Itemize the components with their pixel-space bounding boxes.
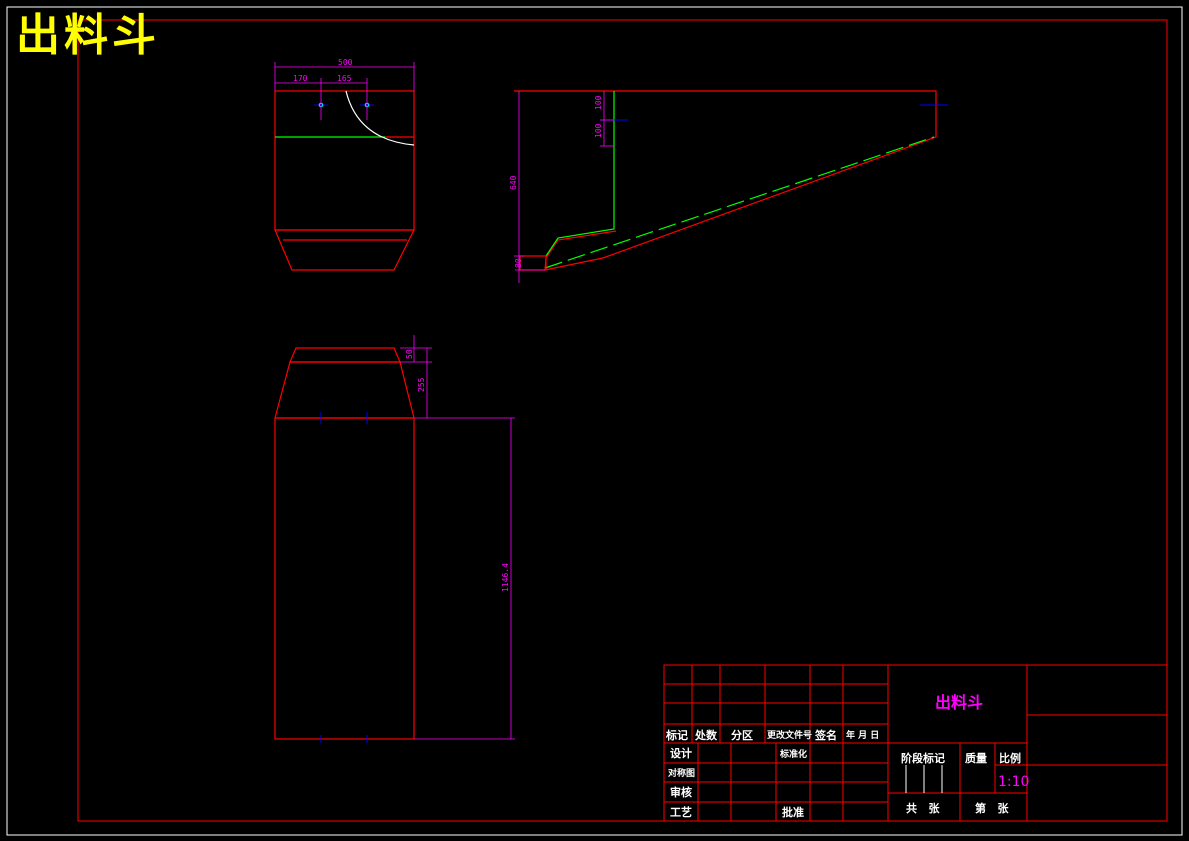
tb-scale-value: 1:10 <box>998 774 1029 790</box>
title-block-grid <box>663 664 1168 822</box>
side-view-dimension-lines <box>514 91 614 283</box>
tb-header-change-doc: 更改文件号 <box>767 729 812 741</box>
tb-header-zone: 分区 <box>731 728 753 742</box>
tb-header-signature: 签名 <box>814 728 837 742</box>
tb-header-count: 处数 <box>694 728 718 742</box>
title-block-part-name: 出料斗 <box>935 693 983 712</box>
front-view-top-band <box>289 347 401 363</box>
tb-total-sheets: 共 张 <box>906 801 940 815</box>
drawing-title: 出料斗 <box>16 10 160 61</box>
side-view-center-marks <box>600 104 948 121</box>
front-view-dimension-lines <box>400 335 512 739</box>
side-view-stub <box>519 255 547 271</box>
top-view-hopper <box>274 229 415 271</box>
front-view-body <box>274 417 415 740</box>
stage-mark-cells <box>905 765 943 793</box>
tb-sheet-no: 第 张 <box>975 801 1009 815</box>
dim-side-top-2: 100 <box>594 123 603 138</box>
dim-side-top-1: 100 <box>594 95 603 110</box>
tb-header-date: 年 月 日 <box>846 729 879 741</box>
front-view-taper <box>274 361 415 419</box>
top-view-dimension-lines <box>274 62 415 120</box>
dim-front-taper: 255 <box>417 377 426 392</box>
drawing-frame <box>77 19 1168 822</box>
outer-border <box>6 6 1183 836</box>
dim-side-height: 640 <box>509 175 518 190</box>
tb-weight: 质量 <box>965 751 987 765</box>
tb-row-standardization: 标准化 <box>779 748 807 760</box>
dim-top-hole-spacing: 165 <box>337 74 352 83</box>
top-view-arc <box>345 90 415 146</box>
tb-row-drawing-check: 对称图 <box>668 767 695 779</box>
dim-front-body: 1146.4 <box>501 563 510 592</box>
dim-top-left-offset: 170 <box>293 74 308 83</box>
side-view-outline <box>544 90 937 271</box>
dim-front-top-band: 50 <box>405 349 414 359</box>
tb-row-process: 工艺 <box>670 805 692 819</box>
front-view <box>274 347 515 740</box>
dim-top-width: 500 <box>338 58 353 67</box>
top-view <box>274 90 415 271</box>
tb-row-design: 设计 <box>670 746 692 760</box>
side-view-green-slope <box>544 136 935 269</box>
front-view-center-marks <box>320 412 368 743</box>
side-view-green-edge <box>545 91 615 257</box>
dim-side-bottom: 80 <box>514 258 523 268</box>
tb-row-review: 审核 <box>670 785 692 799</box>
side-view <box>514 90 937 271</box>
tb-scale-label: 比例 <box>999 751 1021 765</box>
top-view-outline <box>274 90 415 231</box>
tb-header-mark: 标记 <box>665 728 688 742</box>
tb-row-approve: 批准 <box>782 805 804 819</box>
tb-stage-mark: 阶段标记 <box>901 751 945 765</box>
